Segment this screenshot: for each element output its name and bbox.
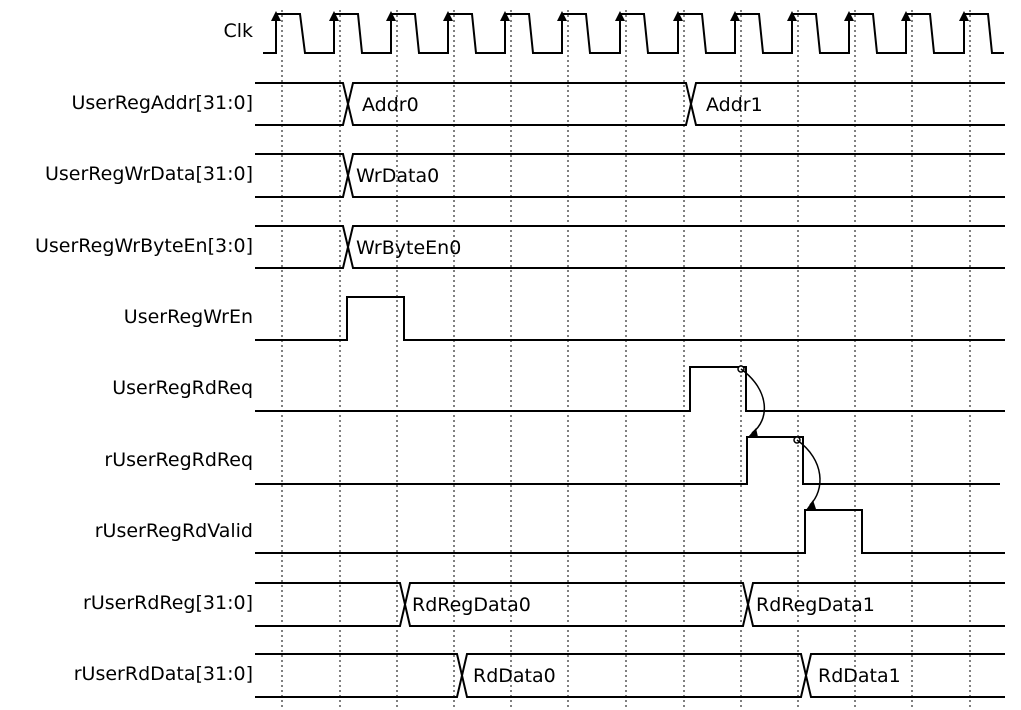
value-label-wrdata0: WrData0 (356, 165, 439, 187)
signal-label-userregwrdata: UserRegWrData[31:0] (45, 163, 253, 185)
ruserrddata-bus (255, 653, 1005, 698)
ruserregrdvalid-waveform (255, 509, 1005, 554)
bus-value-labels: Addr0 Addr1 WrData0 WrByteEn0 RdRegData0… (356, 94, 901, 687)
value-label-rdregdata1: RdRegData1 (756, 594, 875, 616)
signal-label-ruserregrdreq: rUserRegRdReq (104, 449, 253, 471)
value-label-rddata1: RdData1 (818, 665, 901, 687)
signal-label-userregaddr: UserRegAddr[31:0] (72, 92, 254, 114)
userregaddr-bus (255, 82, 1005, 126)
clk-edge-arrows (271, 11, 969, 21)
userregwren-waveform (255, 296, 1005, 341)
userregrdreq-waveform (255, 366, 1005, 412)
ruserrdreg-bus (255, 582, 1005, 627)
ruserregrdreq-waveform (255, 436, 1000, 485)
value-label-wrbyteen0: WrByteEn0 (356, 237, 461, 259)
value-label-rdregdata0: RdRegData0 (412, 594, 531, 616)
signal-label-userregwren: UserRegWrEn (124, 306, 253, 328)
signal-label-ruserrdreg: rUserRdReg[31:0] (83, 592, 253, 614)
signal-label-userregrdreq: UserRegRdReq (112, 377, 253, 399)
userregwrbyteen-bus (255, 225, 1005, 269)
signal-label-ruserrddata: rUserRdData[31:0] (74, 663, 253, 685)
signal-label-userregwrbyteen: UserRegWrByteEn[3:0] (35, 235, 253, 257)
clk-waveform (263, 13, 1004, 54)
signal-label-clk: Clk (223, 20, 253, 42)
value-label-addr0: Addr0 (362, 94, 419, 116)
causality-arrows (737, 365, 821, 510)
value-label-addr1: Addr1 (706, 94, 763, 116)
value-label-rddata0: RdData0 (473, 665, 556, 687)
signal-label-ruserregrdvalid: rUserRegRdValid (95, 520, 253, 542)
signal-labels: Clk UserRegAddr[31:0] UserRegWrData[31:0… (35, 20, 253, 685)
userregwrdata-bus (255, 153, 1005, 198)
clock-edge-gridlines (281, 10, 971, 710)
